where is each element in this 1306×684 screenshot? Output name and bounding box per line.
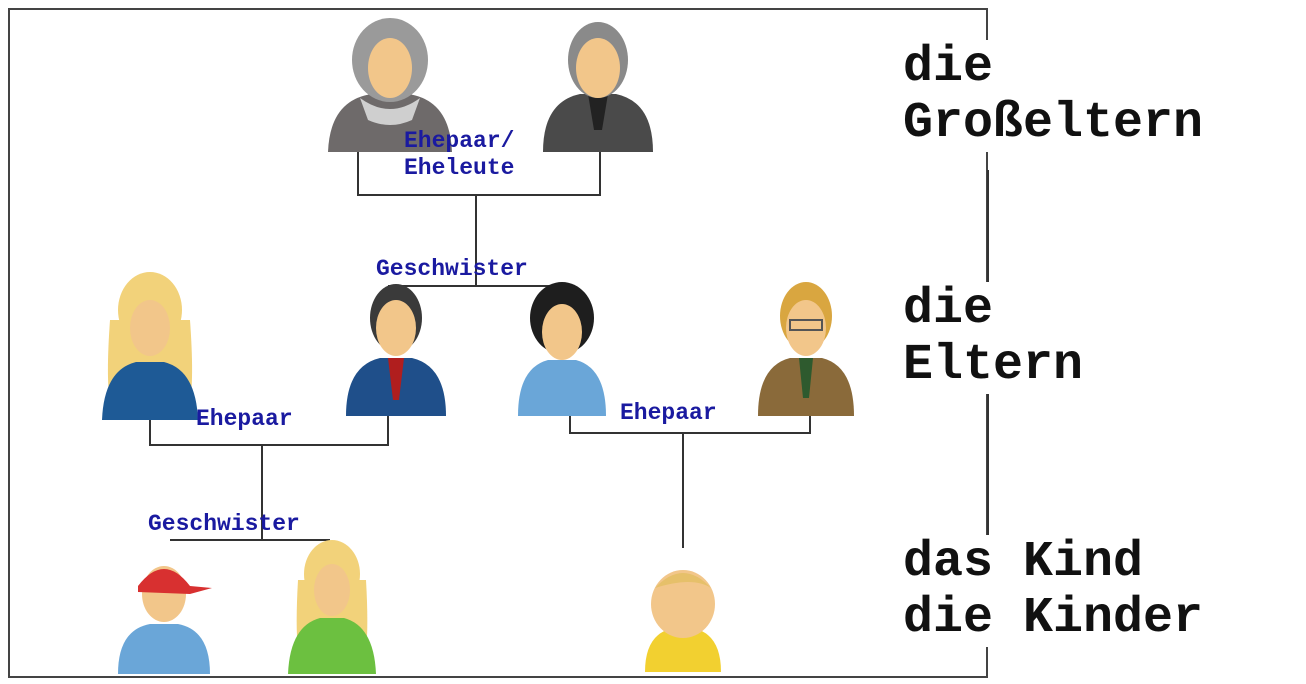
couple-label-line-2: Eheleute: [404, 155, 515, 181]
right-couple-bracket: [569, 410, 811, 434]
left-couple-label: Ehepaar: [196, 406, 293, 432]
left-couple-bracket: [149, 410, 389, 446]
generation-label-line-1: die: [903, 281, 994, 338]
generation-label-line-2: Eltern: [903, 337, 1084, 394]
grandparents-couple-label: Ehepaar/ Eheleute: [404, 128, 514, 182]
grandfather-avatar: [543, 22, 653, 152]
children-generation-label: das Kind die Kinder: [903, 534, 1208, 647]
aunt-avatar: [518, 282, 606, 416]
generation-label-line-2: Großeltern: [903, 95, 1204, 152]
right-couple-label: Ehepaar: [620, 400, 717, 426]
children-siblings-label: Geschwister: [148, 511, 300, 537]
father-left-avatar: [346, 284, 446, 416]
generation-label-line-1: die: [903, 39, 994, 96]
baby-avatar: [645, 570, 721, 672]
grandparents-generation-label: die Großeltern: [903, 39, 1208, 152]
generation-label-line-1: das Kind: [903, 534, 1144, 591]
grandmother-avatar: [328, 18, 452, 152]
grandparents-bracket: [357, 150, 601, 196]
girl-avatar: [288, 540, 376, 674]
mother-left-avatar: [102, 272, 198, 420]
generation-label-line-2: die Kinder: [903, 590, 1204, 647]
people-group: [102, 18, 854, 674]
uncle-avatar: [758, 282, 854, 416]
couple-label-line-1: Ehepaar/: [404, 128, 515, 154]
parents-generation-label: die Eltern: [903, 281, 1088, 394]
parents-siblings-label: Geschwister: [376, 256, 528, 282]
boy-avatar: [118, 566, 212, 674]
